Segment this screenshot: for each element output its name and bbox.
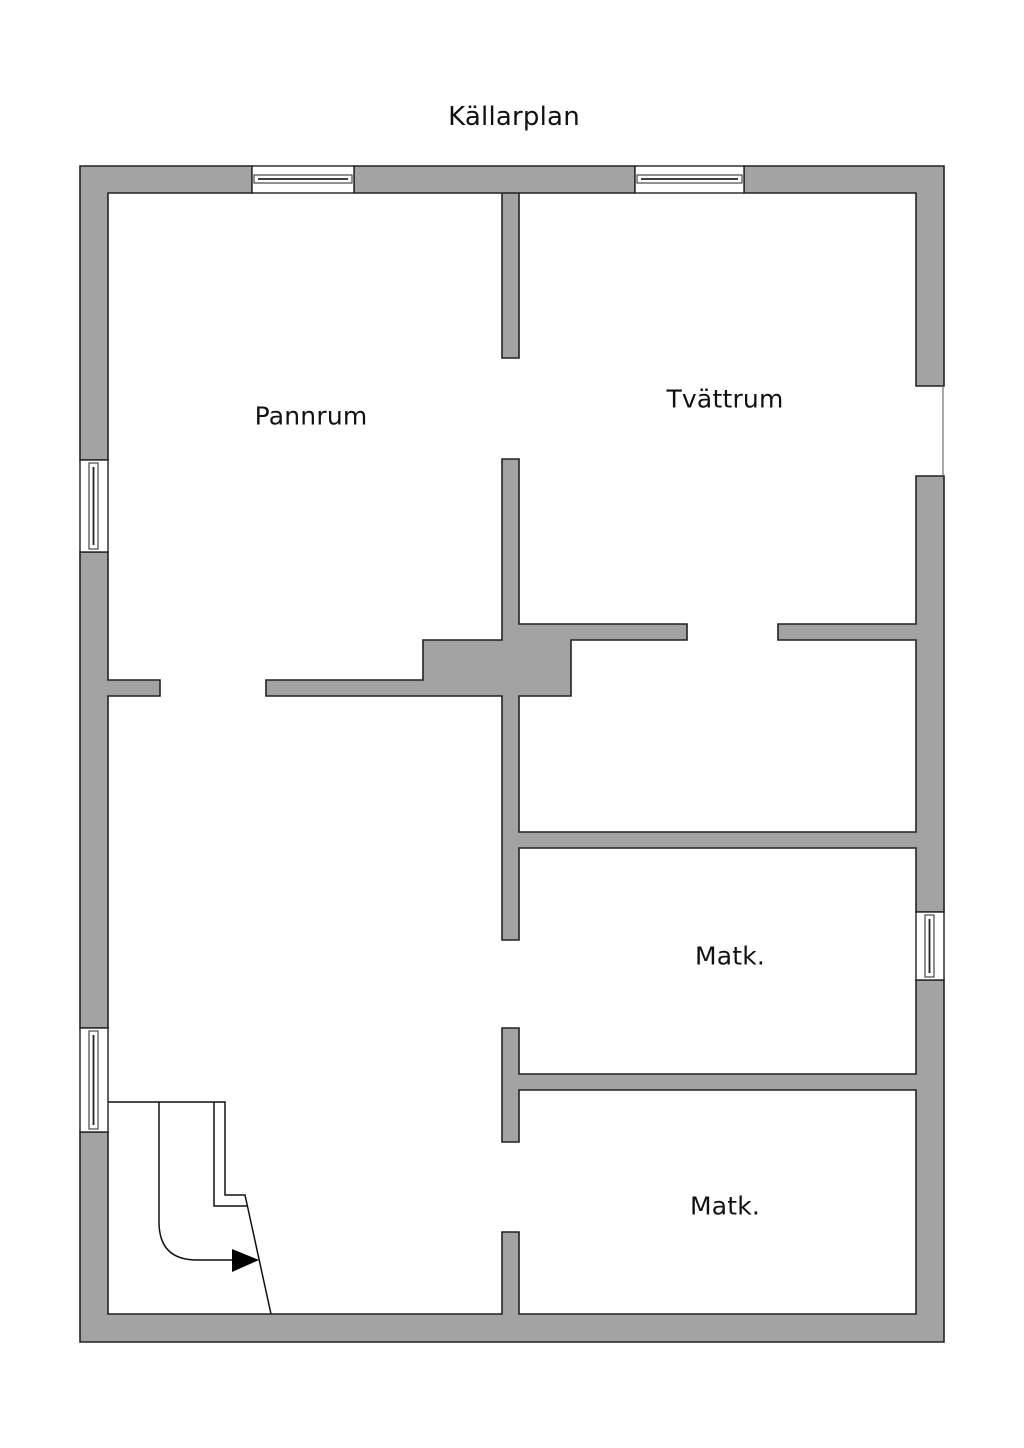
- windows: [79, 165, 945, 1133]
- room-label-tvattrum: Tvättrum: [666, 384, 784, 414]
- stair-direction-arrow-icon: [232, 1249, 259, 1272]
- plan-title: Källarplan: [448, 102, 580, 132]
- window-top-left: [251, 165, 355, 194]
- window-right: [915, 911, 945, 981]
- room-label-matk-upper: Matk.: [694, 941, 766, 971]
- window-left-upper: [79, 459, 109, 553]
- stair-walk-line: [158, 1102, 234, 1261]
- wall-structure: [79, 165, 945, 1343]
- room-label-pannrum: Pannrum: [254, 401, 368, 431]
- stair-outline: [108, 1101, 272, 1315]
- staircase: [108, 1101, 272, 1315]
- window-top-right: [634, 165, 745, 194]
- room-label-matk-lower: Matk.: [689, 1191, 761, 1221]
- walls: [79, 165, 945, 1343]
- window-left-lower: [79, 1027, 109, 1133]
